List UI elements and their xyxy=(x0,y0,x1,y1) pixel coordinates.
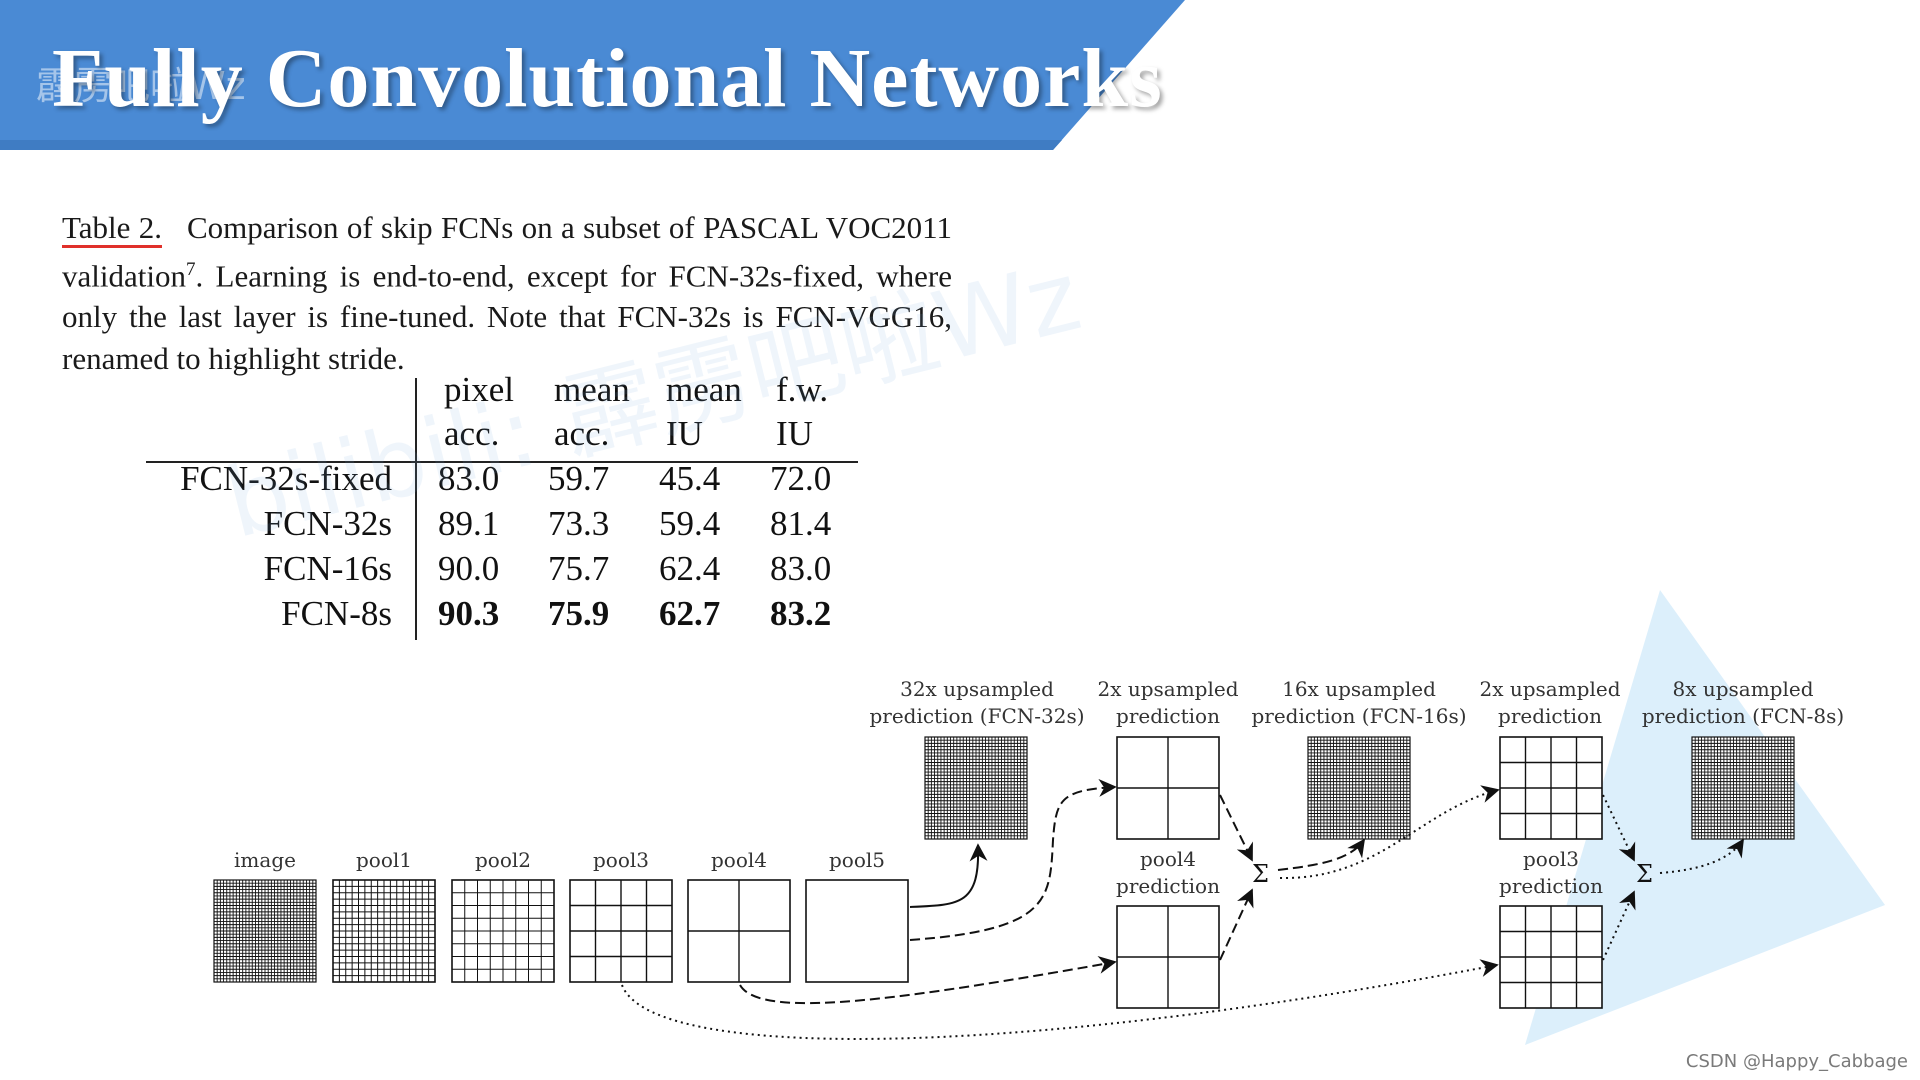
pool3-prediction-grid xyxy=(1499,905,1603,1009)
label-line: 2x upsampled xyxy=(1097,677,1239,701)
upsample2x-a-grid xyxy=(1116,736,1220,840)
row-label-fcn-32s-fixed: FCN-32s-fixed xyxy=(180,459,392,498)
table-column-rule xyxy=(415,378,417,640)
footnote-marker: 7 xyxy=(185,258,196,280)
pool3-grid xyxy=(569,879,673,983)
table-header-rule xyxy=(146,461,858,463)
header-fw-iu-1: f.w. xyxy=(776,370,829,409)
arrow-pool3pred-to-sum2 xyxy=(1602,890,1636,961)
table-label: Table 2. xyxy=(62,210,162,245)
label-line: 32x upsampled xyxy=(900,677,1054,701)
cell: 59.7 xyxy=(548,459,610,498)
table-caption: Table 2. Comparison of skip FCNs on a su… xyxy=(62,207,952,379)
header-pixel-acc-2: acc. xyxy=(444,414,500,453)
label-line: prediction xyxy=(1499,874,1603,898)
label-pool1: pool1 xyxy=(355,848,412,872)
cell-best: 75.9 xyxy=(548,594,610,633)
pool5-grid xyxy=(805,879,909,983)
label-pool5: pool5 xyxy=(828,848,885,872)
header-mean-iu-1: mean xyxy=(666,370,742,409)
arrow-pool3-to-pool3pred xyxy=(621,959,1499,1040)
caption-text-2: . Learning is end-to-end, except for FCN… xyxy=(62,257,952,376)
pool4-prediction-grid xyxy=(1116,905,1220,1009)
row-label-fcn-8s: FCN-8s xyxy=(281,594,392,633)
cell: 89.1 xyxy=(438,504,500,543)
cell: 72.0 xyxy=(770,459,832,498)
arrow-pool4pred-to-sum1 xyxy=(1219,888,1254,961)
arrow-sum1-to-fcn16s xyxy=(1277,838,1366,871)
arrow-sum2-to-fcn8s xyxy=(1659,838,1744,874)
label-pool2: pool2 xyxy=(474,848,531,872)
header-mean-acc-2: acc. xyxy=(554,414,610,453)
cell: 75.7 xyxy=(548,549,610,588)
label-line: prediction xyxy=(1116,704,1220,728)
label-line: 2x upsampled xyxy=(1479,677,1621,701)
header-mean-acc-1: mean xyxy=(554,370,630,409)
cell: 81.4 xyxy=(770,504,832,543)
label-fcn8s-up: 8x upsampled prediction (FCN-8s) xyxy=(1633,676,1853,730)
arrow-pool5-to-2x-up xyxy=(909,778,1117,941)
cell-best: 83.2 xyxy=(770,594,832,633)
label-line: prediction xyxy=(1498,704,1602,728)
title-banner xyxy=(0,0,1185,150)
image-grid xyxy=(213,879,317,983)
row-label-fcn-16s: FCN-16s xyxy=(263,549,392,588)
header-fw-iu-2: IU xyxy=(776,414,813,453)
label-line: prediction xyxy=(1116,874,1220,898)
fcn16s-output-grid xyxy=(1307,736,1411,840)
label-line: pool4 xyxy=(1139,847,1196,871)
arrow-2xup-to-sum1 xyxy=(1219,794,1253,862)
credit-watermark: CSDN @Happy_Cabbage xyxy=(1685,1051,1908,1072)
header-mean-iu-2: IU xyxy=(666,414,703,453)
label-line: prediction (FCN-8s) xyxy=(1641,704,1845,728)
label-pool3-prediction: pool3 prediction xyxy=(1481,846,1621,900)
cell: 73.3 xyxy=(548,504,610,543)
label-2x-up-b: 2x upsampled prediction xyxy=(1470,676,1630,730)
row-label-fcn-32s: FCN-32s xyxy=(263,504,392,543)
header-pixel-acc-1: pixel xyxy=(444,370,514,409)
label-line: 16x upsampled xyxy=(1282,677,1436,701)
label-pool3: pool3 xyxy=(592,848,649,872)
cell: 83.0 xyxy=(438,459,500,498)
cell-best: 90.3 xyxy=(438,594,500,633)
pool4-grid xyxy=(687,879,791,983)
caption-text-1: Comparison of skip FCNs on a subset of P… xyxy=(62,210,953,293)
label-line: prediction (FCN-32s) xyxy=(869,704,1085,728)
arrow-2xup2-to-sum2 xyxy=(1602,794,1636,862)
cell: 45.4 xyxy=(659,459,721,498)
upsample2x-b-grid xyxy=(1499,736,1603,840)
label-2x-up-a: 2x upsampled prediction xyxy=(1088,676,1248,730)
fcn32s-output-grid xyxy=(924,736,1028,840)
arrow-pool5-to-fcn32s xyxy=(909,843,988,908)
fcn8s-output-grid xyxy=(1691,736,1795,840)
arrow-pool4-to-pool4pred xyxy=(739,955,1117,1005)
cell-best: 62.7 xyxy=(659,594,721,633)
label-fcn16s-up: 16x upsampled prediction (FCN-16s) xyxy=(1249,676,1469,730)
sum-symbol-1: Σ xyxy=(1252,860,1269,888)
label-line: prediction (FCN-16s) xyxy=(1251,704,1467,728)
label-line: pool3 xyxy=(1522,847,1579,871)
label-line: 8x upsampled xyxy=(1672,677,1814,701)
cell: 62.4 xyxy=(659,549,721,588)
cell: 59.4 xyxy=(659,504,721,543)
sum-symbol-2: Σ xyxy=(1636,860,1653,888)
watermark-top: 霹雳吧啦Wz xyxy=(36,64,246,108)
pool2-grid xyxy=(451,879,555,983)
slide-title: Fully Convolutional Networks xyxy=(52,32,1163,125)
cell: 83.0 xyxy=(770,549,832,588)
label-pool4: pool4 xyxy=(710,848,767,872)
label-image: image xyxy=(234,848,296,872)
pool1-grid xyxy=(332,879,436,983)
label-fcn32s-up: 32x upsampled prediction (FCN-32s) xyxy=(867,676,1087,730)
cell: 90.0 xyxy=(438,549,500,588)
label-pool4-prediction: pool4 prediction xyxy=(1098,846,1238,900)
